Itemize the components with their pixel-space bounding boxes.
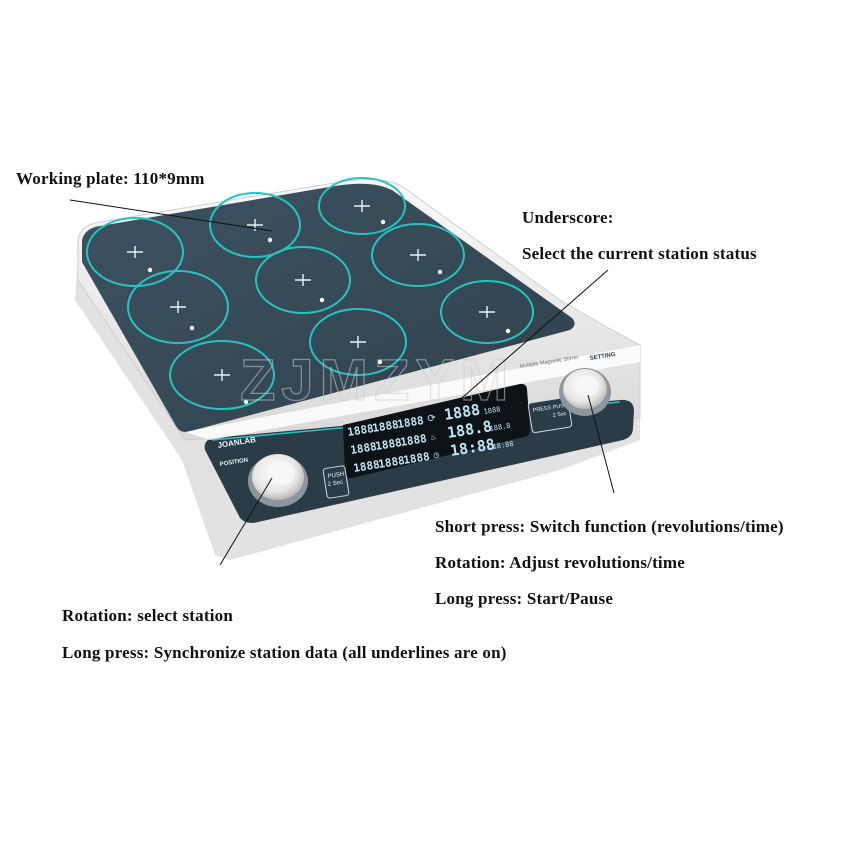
heat-icon: ♨ bbox=[430, 432, 437, 443]
station-readout: 1888 bbox=[349, 440, 377, 457]
stir-crosshairs bbox=[127, 200, 495, 381]
right-push-duration: 2 Sec bbox=[552, 411, 567, 419]
stir-ring-4 bbox=[127, 270, 229, 344]
panel-top-bevel bbox=[185, 345, 640, 440]
callout-lines bbox=[69, 199, 615, 566]
stir-ring-1 bbox=[86, 217, 184, 287]
stir-ring-2 bbox=[209, 192, 301, 258]
station-readout: 1888 bbox=[377, 454, 405, 471]
rotation-icon: ⟳ bbox=[427, 413, 438, 425]
rotation-station-label: Rotation: select station bbox=[62, 606, 233, 625]
callout-line-plate bbox=[69, 199, 273, 232]
long-press-sync-label: Long press: Synchronize station data (al… bbox=[62, 643, 507, 662]
station-readout: 1888 bbox=[402, 450, 430, 467]
watermark: ZJMZYM bbox=[240, 348, 514, 413]
clock-icon: ◷ bbox=[433, 450, 440, 461]
setting-knob[interactable] bbox=[559, 368, 611, 416]
station-readout: 1888 bbox=[352, 458, 380, 475]
callout-line-position bbox=[219, 477, 273, 566]
left-push-button[interactable]: PUSH 2 Sec bbox=[322, 465, 350, 499]
rotation-adjust-label: Rotation: Adjust revolutions/time bbox=[435, 553, 685, 572]
right-push-label: PUSH bbox=[552, 403, 568, 411]
stir-ring-3 bbox=[318, 177, 406, 235]
station-readout: 1888 bbox=[399, 432, 427, 449]
callout-line-setting bbox=[587, 394, 615, 494]
stir-ring-7 bbox=[169, 340, 275, 410]
lcd-station-grid: 1888 1888 1888 1888 1888 1888 1888 1888 … bbox=[346, 414, 430, 475]
station-readout: 1888 bbox=[396, 414, 424, 431]
short-press-label: Short press: Switch function (revolution… bbox=[435, 517, 784, 536]
time-unit: 18:88 bbox=[492, 440, 514, 451]
right-knob-label: SETTING bbox=[589, 352, 616, 362]
station-readout: 1888 bbox=[371, 418, 399, 435]
stir-ring-8 bbox=[309, 308, 407, 376]
long-press-start-label: Long press: Start/Pause bbox=[435, 589, 614, 608]
stir-ring-9 bbox=[440, 280, 534, 344]
station-readout: 1888 bbox=[374, 436, 402, 453]
right-press-label: PRESS bbox=[532, 405, 552, 414]
speed-unit: 1888 bbox=[483, 405, 501, 416]
callout-line-underscore bbox=[454, 269, 609, 405]
underscore-description: Select the current station status bbox=[522, 244, 757, 263]
device-base bbox=[75, 260, 640, 560]
stir-positions bbox=[86, 177, 534, 410]
underscore-title: Underscore: bbox=[522, 208, 614, 227]
temperature-unit: 188.8 bbox=[489, 422, 511, 433]
left-knob-label: POSITION bbox=[219, 458, 248, 468]
stir-ring-6 bbox=[371, 223, 465, 287]
lcd-display bbox=[343, 383, 530, 479]
speed-value: 1888 bbox=[443, 401, 481, 424]
right-press-button[interactable]: PRESS PUSH 2 Sec bbox=[527, 396, 573, 434]
stir-ring-5 bbox=[255, 246, 351, 314]
working-plate-label: Working plate: 110*9mm bbox=[16, 169, 205, 188]
left-push-duration: 2 Sec bbox=[327, 480, 343, 488]
stir-dots bbox=[147, 219, 511, 405]
station-readout: 1888 bbox=[346, 422, 374, 439]
left-push-label: PUSH bbox=[327, 471, 344, 480]
